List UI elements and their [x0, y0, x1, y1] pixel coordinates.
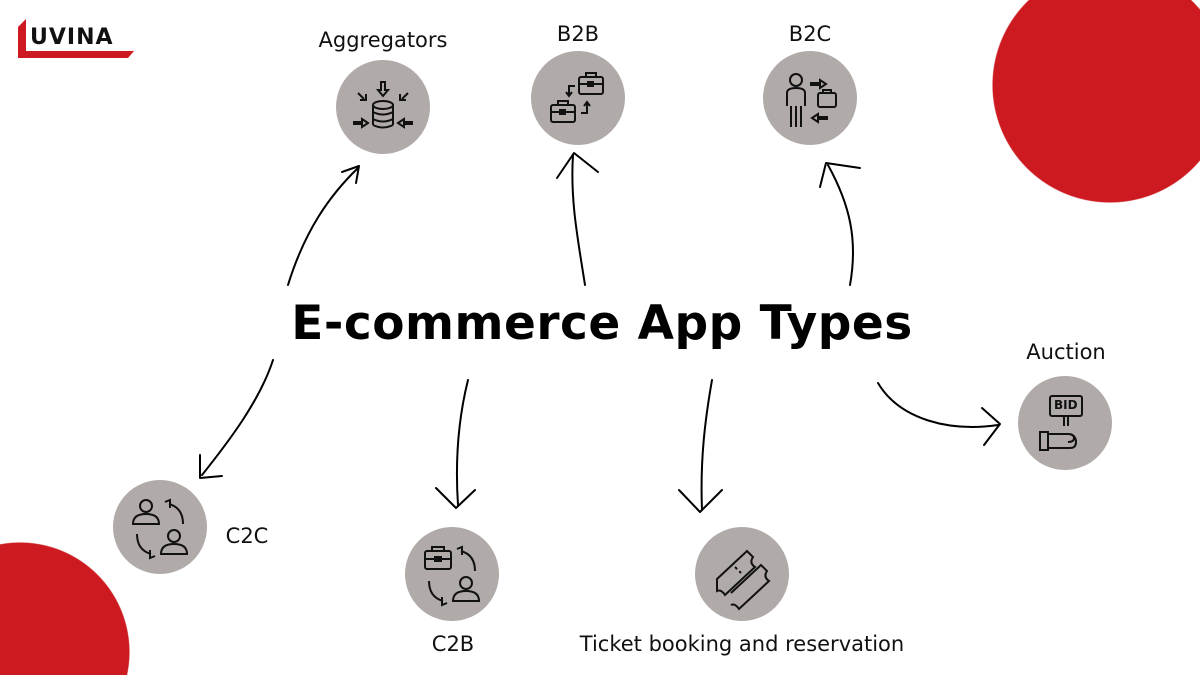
users-exchange-icon [131, 498, 189, 560]
database-merge-icon [353, 81, 413, 129]
node-label-b2b: B2B [556, 22, 600, 46]
logo: UVINA [18, 17, 136, 61]
decor-circle-bottom-left [0, 530, 130, 675]
arrow-to-aggregators [287, 167, 359, 286]
node-auction[interactable]: BID [1018, 376, 1112, 470]
briefcase-exchange-icon [550, 72, 604, 123]
node-label-b2c: B2C [788, 22, 832, 46]
arrow-to-c2c [201, 359, 274, 476]
arrow-to-b2b [571, 154, 586, 286]
node-b2c[interactable] [763, 51, 857, 145]
node-ticket-booking[interactable] [695, 527, 789, 621]
node-b2b[interactable] [531, 51, 625, 145]
node-c2c[interactable] [113, 480, 207, 574]
tickets-icon [716, 549, 771, 611]
bid-sign-text: BID [1054, 398, 1078, 412]
person-to-business-icon [786, 73, 837, 127]
consumer-to-business-icon [424, 545, 481, 607]
node-label-aggregators: Aggregators [318, 28, 448, 52]
node-label-c2c: C2C [225, 524, 269, 548]
node-label-auction: Auction [1026, 340, 1106, 364]
node-c2b[interactable] [405, 527, 499, 621]
logo-text: UVINA [30, 25, 114, 50]
arrow-to-b2c [827, 164, 855, 286]
node-label-c2b: C2B [431, 632, 475, 656]
node-aggregators[interactable] [336, 60, 430, 154]
bid-paddle-icon [1039, 395, 1083, 451]
decor-circle-top-right [992, 0, 1200, 203]
node-label-ticket-booking: Ticket booking and reservation [579, 632, 905, 656]
page-title: E-commerce App Types [291, 296, 913, 351]
arrow-to-c2b [455, 379, 469, 506]
arrow-to-auction [877, 382, 999, 428]
arrow-to-ticket [700, 379, 713, 511]
